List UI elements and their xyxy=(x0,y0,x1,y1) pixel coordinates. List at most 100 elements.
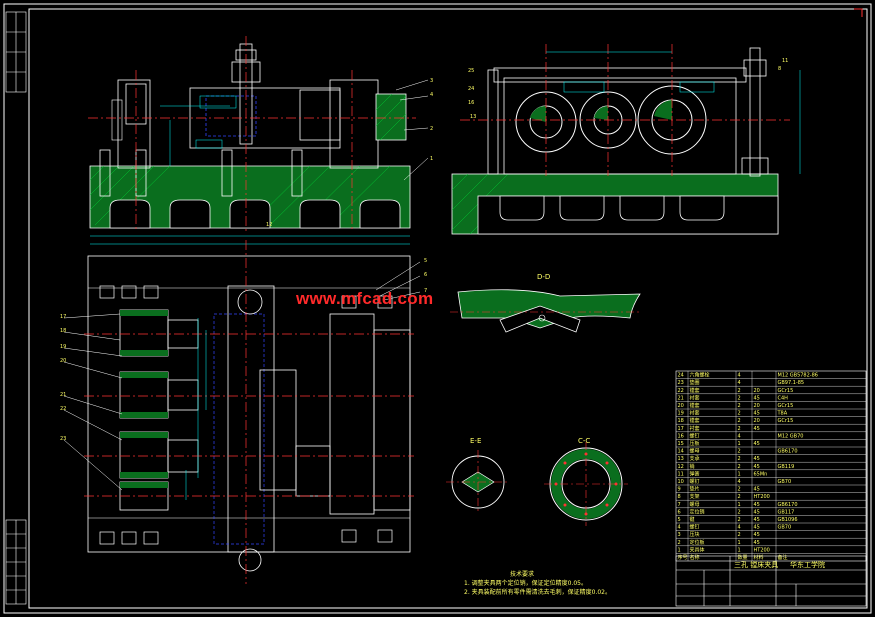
parts-cell: 45 xyxy=(754,464,760,470)
parts-cell: 45 xyxy=(754,517,760,523)
parts-cell: 13 xyxy=(678,456,684,462)
section-label-ee: E-E xyxy=(470,437,481,445)
title-block xyxy=(675,555,867,607)
parts-cell: 7 xyxy=(678,502,681,508)
parts-cell: 8 xyxy=(678,494,681,500)
parts-cell: 20 xyxy=(678,403,684,409)
parts-cell: 螺钉 xyxy=(690,478,700,485)
parts-cell: 6 xyxy=(678,509,681,515)
parts-cell: GB1096 xyxy=(778,517,798,523)
parts-cell: 2 xyxy=(738,411,741,417)
parts-cell: 20 xyxy=(754,388,760,394)
parts-cell: 15 xyxy=(678,441,684,447)
part-callout: 8 xyxy=(778,66,781,72)
parts-cell: 20 xyxy=(754,418,760,424)
parts-cell: 17 xyxy=(678,426,684,432)
inner-border xyxy=(28,8,868,609)
part-callout: 22 xyxy=(60,406,66,412)
parts-cell: 2 xyxy=(738,532,741,538)
parts-cell: GCr15 xyxy=(778,403,794,409)
parts-cell: 45 xyxy=(754,509,760,515)
parts-cell: 螺钉 xyxy=(690,432,700,439)
parts-cell: 45 xyxy=(754,540,760,546)
parts-cell: 45 xyxy=(754,456,760,462)
parts-cell: 螺钉 xyxy=(690,524,700,531)
parts-cell: GB119 xyxy=(778,464,795,470)
parts-cell: 20 xyxy=(754,403,760,409)
parts-cell: 4 xyxy=(738,525,741,531)
parts-cell: 螺母 xyxy=(690,448,700,455)
parts-cell: T8A xyxy=(777,411,788,417)
parts-cell: 45 xyxy=(754,426,760,432)
parts-cell: 18 xyxy=(678,418,684,424)
parts-cell: 螺母 xyxy=(690,501,700,508)
parts-header-cell: 备注 xyxy=(778,554,788,561)
parts-header-cell: 序号 xyxy=(678,554,688,561)
parts-cell: 19 xyxy=(678,411,684,417)
parts-cell: 24 xyxy=(678,373,684,379)
part-callout: 18 xyxy=(60,328,66,334)
parts-cell: 2 xyxy=(738,509,741,515)
parts-cell: 22 xyxy=(678,388,684,394)
parts-cell: 45 xyxy=(754,525,760,531)
tech-note-1: 1. 调整夹具两个定位销，保证定位精度0.05。 xyxy=(464,580,587,587)
binding-strip-bottom xyxy=(5,519,27,605)
parts-cell: M12 GB70 xyxy=(778,433,804,439)
section-cc xyxy=(544,442,628,526)
parts-cell: 12 xyxy=(678,464,684,470)
part-callout: 17 xyxy=(60,314,66,320)
parts-cell: 2 xyxy=(738,418,741,424)
parts-cell: 1 xyxy=(738,540,741,546)
parts-cell: 2 xyxy=(738,494,741,500)
parts-cell: 1 xyxy=(738,502,741,508)
parts-cell: 16 xyxy=(678,433,684,439)
parts-cell: 2 xyxy=(738,449,741,455)
parts-cell: 定位销 xyxy=(690,508,705,515)
part-callout: 5 xyxy=(424,258,427,264)
parts-cell: 夹具体 xyxy=(690,546,705,553)
title-drawing-name: 三孔 镗床夹具 xyxy=(734,560,778,569)
parts-cell: 23 xyxy=(678,380,684,386)
part-callout: 21 xyxy=(60,392,66,398)
parts-cell: 支架 xyxy=(690,493,700,500)
front-view xyxy=(88,36,429,245)
plan-view xyxy=(63,240,421,584)
parts-cell: HT200 xyxy=(754,494,770,500)
parts-cell: 45 xyxy=(754,487,760,493)
parts-cell: 键 xyxy=(690,516,695,523)
parts-cell: 衬套 xyxy=(690,410,700,417)
parts-cell: 65Mn xyxy=(754,471,768,477)
parts-cell: GB6170 xyxy=(778,449,798,455)
parts-cell: 2 xyxy=(738,426,741,432)
section-label-cc: C-C xyxy=(578,437,590,445)
parts-cell: GB6170 xyxy=(778,502,798,508)
parts-cell: 2 xyxy=(738,456,741,462)
parts-cell: 镗套 xyxy=(690,402,700,409)
parts-cell: 销 xyxy=(690,463,695,470)
parts-cell: 衬套 xyxy=(690,425,700,432)
tech-notes-title: 技术要求 xyxy=(510,571,535,578)
parts-cell: 9 xyxy=(678,487,681,493)
parts-cell: HT200 xyxy=(754,547,770,553)
title-school: 华东工学院 xyxy=(790,560,825,569)
parts-cell: 2 xyxy=(738,487,741,493)
parts-cell: 4 xyxy=(678,525,681,531)
parts-cell: 1 xyxy=(738,547,741,553)
parts-cell: 45 xyxy=(754,411,760,417)
parts-cell: GB117 xyxy=(778,509,795,515)
parts-cell: 45 xyxy=(754,395,760,401)
part-callout: 6 xyxy=(424,272,427,278)
parts-cell: 压块 xyxy=(690,531,700,538)
parts-cell: 45 xyxy=(754,502,760,508)
parts-cell: 45 xyxy=(754,532,760,538)
parts-cell: 5 xyxy=(678,517,681,523)
parts-cell: 1 xyxy=(738,441,741,447)
section-ee xyxy=(446,450,510,514)
parts-cell: 21 xyxy=(678,395,684,401)
parts-cell: 压板 xyxy=(690,440,700,447)
parts-cell: GB70 xyxy=(778,479,792,485)
part-callout: 24 xyxy=(468,86,474,92)
part-callout: 2 xyxy=(430,126,433,132)
parts-cell: 2 xyxy=(738,388,741,394)
parts-header-cell: 材料 xyxy=(754,554,764,561)
